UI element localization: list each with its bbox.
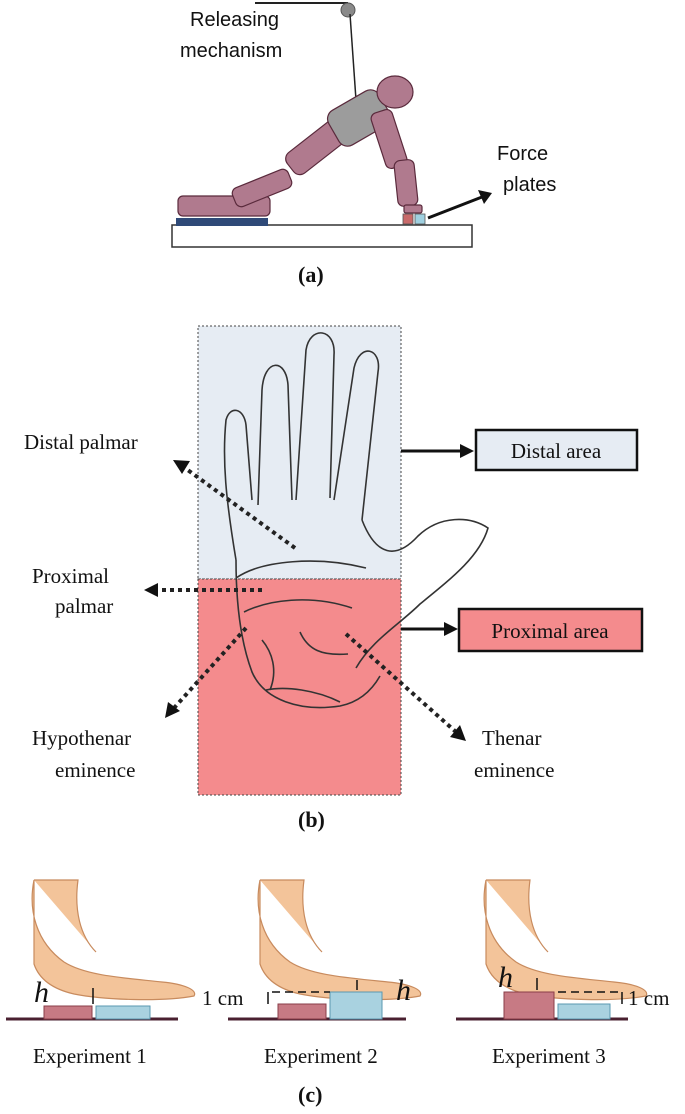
force-plate-blue xyxy=(414,213,426,225)
proximal-palmar-arrowhead xyxy=(144,583,158,597)
foot-mat xyxy=(176,218,268,226)
one-cm-label-3: 1 cm xyxy=(628,986,669,1010)
proximal-region xyxy=(197,578,402,796)
releasing-label-line1: Releasing xyxy=(190,9,279,31)
distal-area-label: Distal area xyxy=(511,439,602,463)
panel-c: h Experiment 1 1 cm h Experiment 2 h xyxy=(6,879,669,1107)
force-plate-red xyxy=(402,213,414,225)
caption-b: (b) xyxy=(298,807,325,832)
hand-sketch xyxy=(223,332,489,709)
experiment-1-label: Experiment 1 xyxy=(33,1044,147,1068)
hypothenar-arrow xyxy=(172,626,248,710)
force-plates-label-line2: plates xyxy=(503,174,556,196)
distal-palmar-arrowhead xyxy=(173,460,190,474)
plate-red-3 xyxy=(503,991,555,1020)
experiment-2-label: Experiment 2 xyxy=(264,1044,378,1068)
proximal-palmar-label-line2: palmar xyxy=(55,594,113,618)
plate-blue-2 xyxy=(329,991,383,1020)
experiment-3-label: Experiment 3 xyxy=(492,1044,606,1068)
plate-red-1 xyxy=(43,1005,93,1020)
proximal-area-arrowhead xyxy=(444,622,458,636)
plate-red-2 xyxy=(277,1003,327,1020)
distal-area-arrowhead xyxy=(460,444,474,458)
caption-c: (c) xyxy=(298,1082,322,1107)
proximal-area-box xyxy=(457,607,644,653)
plate-blue-1 xyxy=(95,1005,151,1020)
panel-b: Distal area Proximal area Distal palmar … xyxy=(24,325,644,832)
force-plates-arrow xyxy=(427,195,483,220)
mannequin-figure xyxy=(177,75,423,217)
thenar-label-line2: eminence xyxy=(474,758,554,782)
proximal-area-label: Proximal area xyxy=(491,619,609,643)
distal-palmar-arrow xyxy=(183,466,297,550)
panel-a: Releasing mechanism Force plates (a) xyxy=(171,2,556,287)
experiment-2: 1 cm h Experiment 2 xyxy=(202,879,422,1068)
plate-blue-3 xyxy=(557,1003,611,1020)
hypothenar-arrowhead xyxy=(165,702,180,718)
h-label-1: h xyxy=(34,976,49,1009)
releasing-label-line2: mechanism xyxy=(180,40,282,62)
distal-area-box xyxy=(474,428,639,472)
distal-palmar-label: Distal palmar xyxy=(24,430,138,454)
h-label-3: h xyxy=(498,961,513,994)
force-plates-arrowhead xyxy=(478,190,492,204)
base-platform xyxy=(171,224,473,248)
force-plates-label-line1: Force xyxy=(497,143,548,165)
thenar-label-line1: Thenar xyxy=(482,726,541,750)
releasing-pulley xyxy=(340,2,356,18)
thenar-arrow xyxy=(344,632,458,734)
h-label-2: h xyxy=(396,974,411,1007)
experiment-1: h Experiment 1 xyxy=(6,879,196,1068)
hypothenar-label-line2: eminence xyxy=(55,758,135,782)
caption-a: (a) xyxy=(298,262,324,287)
experiment-3: h 1 cm Experiment 3 xyxy=(456,879,669,1068)
one-cm-label-2: 1 cm xyxy=(202,986,243,1010)
hypothenar-label-line1: Hypothenar xyxy=(32,726,131,750)
thenar-arrowhead xyxy=(450,725,466,741)
release-cable xyxy=(349,13,357,101)
proximal-palmar-label-line1: Proximal xyxy=(32,564,109,588)
